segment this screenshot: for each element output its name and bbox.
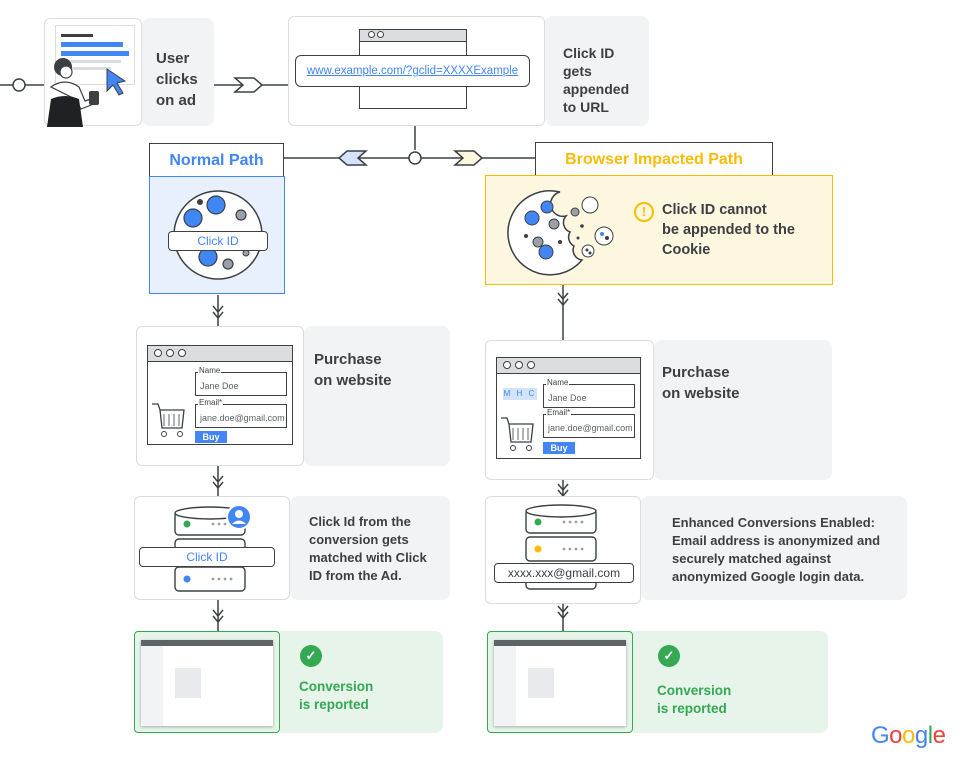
- normal-report-card: [134, 631, 280, 733]
- user-illustration: [47, 58, 127, 127]
- impacted-warning-label: Click ID cannot be appended to the Cooki…: [662, 202, 795, 258]
- impacted-cookie-card: ! Click ID cannot be appended to the Coo…: [485, 175, 833, 285]
- step1-panel: [142, 18, 214, 126]
- impacted-db-card: xxxx.xxx@gmail.com: [485, 496, 641, 604]
- chevron-down-icon: [212, 305, 224, 320]
- warning-icon: !: [634, 202, 654, 222]
- step2-card: www.example.com/?gclid=XXXXExample: [288, 16, 545, 126]
- impacted-purchase-panel: [654, 340, 832, 480]
- normal-match-panel: [290, 496, 450, 600]
- crumbled-cookie-icon: [507, 190, 614, 276]
- db-clickid-label: Click ID: [139, 547, 275, 567]
- impacted-enhanced-panel: [641, 496, 907, 600]
- chevron-down-icon: [557, 292, 569, 307]
- normal-purchase-panel: [304, 326, 450, 466]
- arrow-right-1: [233, 77, 264, 93]
- impacted-purchase-label: Purchase on website: [662, 364, 740, 402]
- email-field[interactable]: Email*jane.doe@gmail.com: [195, 398, 287, 428]
- split-node: [408, 151, 422, 165]
- normal-result-label: Conversion is reported: [299, 679, 374, 712]
- start-node: [12, 78, 26, 92]
- chevron-down-icon: [557, 605, 569, 620]
- cookie-clickid-label: Click ID: [168, 231, 268, 251]
- arrow-right-yellow: [453, 150, 484, 166]
- database-icon: [525, 504, 597, 590]
- impacted-result-label: Conversion is reported: [657, 683, 732, 716]
- buy-button[interactable]: Buy: [195, 431, 227, 443]
- impacted-path-title: Browser Impacted Path: [535, 142, 773, 176]
- step2-panel: [545, 16, 649, 126]
- impacted-enhanced-label: Enhanced Conversions Enabled: Email addr…: [672, 515, 881, 584]
- google-logo: Google: [871, 722, 946, 750]
- normal-path-title: Normal Path: [149, 143, 284, 177]
- chevron-down-icon: [212, 609, 224, 624]
- normal-cookie-card: Click ID: [149, 176, 285, 294]
- arrow-left-blue: [337, 150, 368, 166]
- buy-button[interactable]: Buy: [543, 442, 575, 454]
- chevron-down-icon: [212, 475, 224, 490]
- impacted-report-card: [487, 631, 633, 733]
- step2-label: Click ID gets appended to URL: [563, 45, 630, 115]
- cart-icon: [501, 417, 534, 451]
- cursor-icon: [106, 68, 127, 96]
- email-field[interactable]: Email*jane.doe@gmail.com: [543, 408, 635, 438]
- db-email-label: xxxx.xxx@gmail.com: [494, 563, 634, 583]
- check-icon: ✓: [658, 645, 680, 667]
- url-bar[interactable]: www.example.com/?gclid=XXXXExample: [295, 55, 530, 87]
- step1-label: User clicks on ad: [156, 50, 198, 109]
- report-screenshot: [494, 640, 626, 726]
- google-logo-text: Google: [871, 722, 946, 749]
- normal-purchase-label: Purchase on website: [314, 351, 392, 389]
- email-hash-chip: M H C: [503, 388, 537, 400]
- normal-match-label: Click Id from the conversion gets matche…: [309, 514, 427, 583]
- check-icon: ✓: [300, 645, 322, 667]
- report-screenshot: [141, 640, 273, 726]
- normal-db-card: Click ID: [134, 496, 290, 600]
- cart-icon: [152, 403, 185, 437]
- step1-card: [44, 18, 142, 127]
